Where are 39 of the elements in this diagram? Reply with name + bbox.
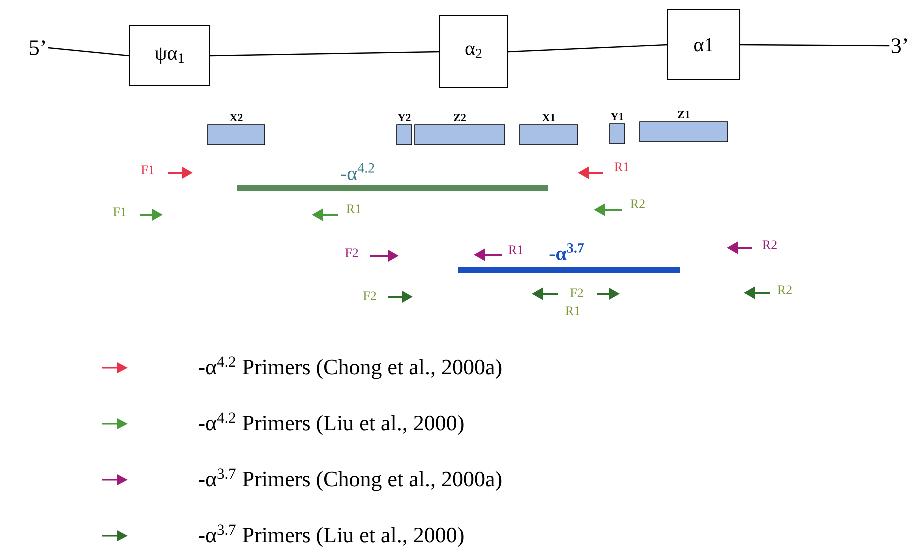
primer-label: F1 (114, 208, 126, 216)
strand-end-label: 3’ (892, 38, 908, 54)
segment-box: Z1 (640, 111, 728, 142)
node-label: X2 (230, 114, 243, 122)
deletion-label: -α$^{3.7}$ (550, 244, 584, 260)
node-label: Z1 (678, 111, 690, 118)
segment-box: X1 (520, 114, 578, 146)
primer-label: F2 (346, 248, 358, 258)
primer-label: R2 (778, 286, 792, 294)
deletion-label: -α$^{4.2}$ (341, 164, 374, 180)
node-label: X1 (542, 114, 556, 122)
primer-label: F1 (142, 166, 154, 174)
strand-line (48, 47, 130, 57)
strand-line (210, 51, 440, 57)
legend-text: -α$^{4.2}$ Primers (Liu et al., 2000) (199, 412, 464, 436)
node-label: Z2 (454, 114, 466, 122)
segment-box: Y1 (610, 113, 626, 144)
primer-label: R2 (630, 200, 645, 208)
primer-label: R1 (508, 246, 523, 254)
primer-label: R1 (346, 204, 361, 214)
primer-label: F2 (570, 288, 584, 298)
segment-box: X2 (208, 114, 266, 146)
segment-box: Y2 (396, 114, 412, 146)
gene-box: ψα$_{1}$ (130, 26, 210, 86)
primer-label: F2 (364, 292, 376, 300)
strand-line (508, 44, 668, 53)
legend-text: -α$^{3.7}$ Primers (Chong et al., 2000a) (199, 468, 502, 492)
node-label: Y2 (398, 114, 411, 122)
legend-text: -α$^{3.7}$ Primers (Liu et al., 2000) (199, 524, 464, 548)
strand-line (740, 44, 890, 47)
primer-label: R2 (762, 240, 777, 250)
primer-label: R1 (614, 162, 629, 172)
primer-label: R1 (566, 306, 580, 316)
strand-end-label: 5’ (30, 40, 46, 56)
node-label: Y1 (610, 113, 624, 120)
gene-box: α1 (668, 10, 740, 80)
legend-text: -α$^{4.2}$ Primers (Chong et al., 2000a) (199, 356, 502, 380)
gene-box: α$_{2}$ (440, 16, 508, 88)
segment-box: Z2 (414, 114, 506, 146)
